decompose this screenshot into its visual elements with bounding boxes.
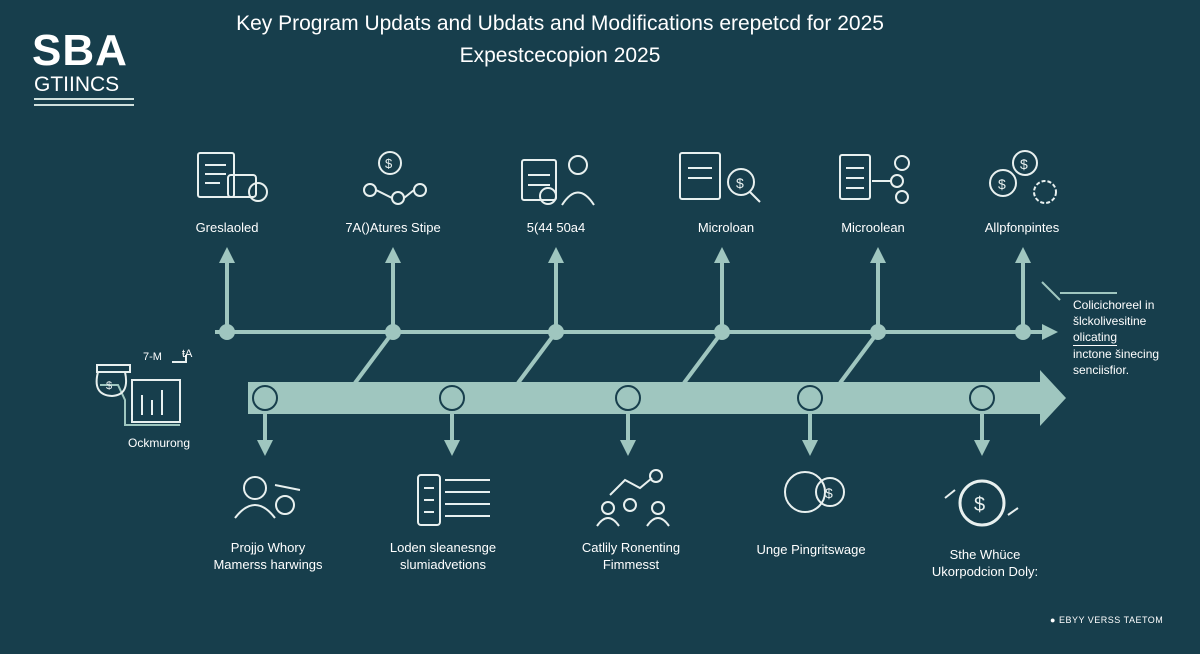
logo-primary: SBA [32, 26, 128, 75]
top-item-label: Allpfonpintes [984, 220, 1060, 235]
svg-text:$: $ [998, 176, 1006, 192]
checklist-arrows-icon [417, 474, 490, 526]
svg-text:$: $ [106, 380, 112, 392]
top-item-label: 5(44 50a4 [526, 220, 586, 235]
connector [353, 330, 395, 385]
left-small-text: ŧA [182, 348, 193, 360]
svg-text:$: $ [974, 494, 985, 516]
bottom-item-label: Unge Pingritswage [756, 542, 866, 557]
footer-text: EBYY VERSS TAETOM [1058, 615, 1164, 625]
dollar-network-icon: $ [363, 151, 427, 205]
advisor-tools-icon [234, 476, 301, 519]
note-line: senciisfior. [1073, 363, 1130, 377]
connector [682, 330, 724, 385]
connector [838, 330, 880, 385]
note-pointer [1041, 281, 1061, 301]
timeline-nodes [219, 324, 1031, 411]
top-item-label: 7A()Atures Stipe [345, 220, 441, 235]
page-title: Key Program Updats and Ubdats and Modifi… [236, 12, 884, 35]
svg-text:$: $ [825, 485, 833, 501]
node [615, 385, 641, 411]
left-small-text: 7-M [143, 351, 162, 363]
svg-text:$: $ [736, 175, 744, 191]
left-connector [100, 384, 180, 426]
note-line: Colicichoreel in [1073, 298, 1155, 312]
svg-text:$: $ [1020, 156, 1028, 172]
document-dollar-flow-icon [839, 154, 910, 204]
document-chat-icon [197, 152, 268, 202]
node [714, 324, 730, 340]
note-line: inctone šinecing [1073, 347, 1160, 361]
node [969, 385, 995, 411]
dollar-cycle-icon: $ [944, 479, 1019, 527]
node [385, 324, 401, 340]
svg-text:$: $ [385, 156, 393, 171]
node [1015, 324, 1031, 340]
top-item-label: Microloan [697, 220, 755, 235]
logo-secondary: GTIINCS [34, 73, 120, 96]
top-item-label: Microolean [841, 220, 905, 235]
people-growth-icon [596, 469, 670, 527]
left-item-label: Ockmurong [127, 436, 191, 450]
note-line: olicating [1073, 330, 1118, 346]
dollar-gears-icon: $$ [989, 150, 1057, 204]
money-bag-chart-icon: $ [95, 355, 187, 423]
node [219, 324, 235, 340]
logo-underline [34, 104, 134, 106]
main-timeline-band [248, 370, 1066, 426]
node [439, 385, 465, 411]
node [252, 385, 278, 411]
document-magnify-dollar-icon: $ [679, 152, 761, 203]
footer-note: ● EBYY VERSS TAETOM [1050, 615, 1164, 625]
copyright-dollar-icon: $ [784, 471, 845, 513]
node [548, 324, 564, 340]
page-subtitle: Expestсecopion 2025 [459, 44, 661, 67]
top-item-label: Greslaoled [195, 220, 259, 235]
node [870, 324, 886, 340]
connector [516, 330, 558, 385]
node [797, 385, 823, 411]
logo-underline [34, 98, 134, 100]
side-note: Colicichoreel in šlckolivesitine olicati… [1073, 297, 1198, 378]
note-line: šlckolivesitine [1073, 314, 1147, 328]
loan-officer-icon [521, 155, 595, 206]
